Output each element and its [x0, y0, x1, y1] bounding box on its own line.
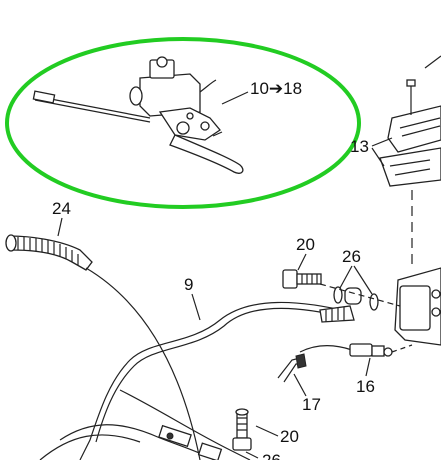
brake-line — [39, 301, 355, 460]
label-clip: 17 — [302, 395, 321, 414]
label-bolt-bottom: 20 — [280, 427, 299, 446]
reservoir-cover — [379, 55, 441, 270]
label-banjo-fitting: 16 — [356, 377, 375, 396]
clip — [277, 353, 307, 383]
highlight-ellipse — [5, 37, 361, 209]
label-washers-bottom: 26 — [262, 451, 281, 460]
label-washers: 26 — [342, 247, 361, 266]
label-master-cylinder: 10➔18 — [250, 79, 302, 98]
label-bolt-top: 20 — [296, 235, 315, 254]
master-cylinder-body — [394, 267, 441, 346]
banjo-fitting — [299, 343, 413, 357]
label-reservoir-cover: 13 — [350, 137, 369, 156]
label-vent-hose: 24 — [52, 199, 71, 218]
master-cylinder-assembly — [32, 56, 244, 174]
washers — [319, 283, 401, 311]
banjo-bolt-bottom — [232, 408, 252, 451]
banjo-bolt-top — [282, 269, 322, 289]
vent-hose — [5, 234, 201, 460]
label-brake-line: 9 — [184, 275, 193, 294]
